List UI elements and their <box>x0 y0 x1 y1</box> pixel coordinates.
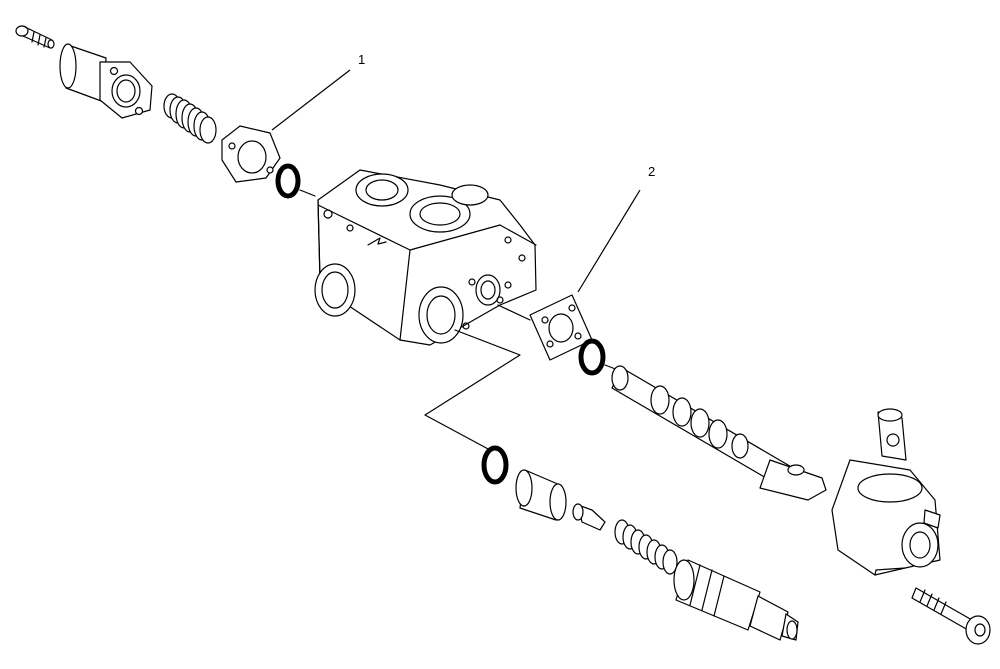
spring-lower <box>614 519 678 575</box>
relief-plug <box>673 559 799 641</box>
gasket-1 <box>221 125 281 183</box>
callout-label-1: 1 <box>358 52 365 67</box>
end-cap-housing <box>59 43 153 119</box>
leader-line-2 <box>577 189 641 293</box>
poppet <box>572 503 606 531</box>
valve-body <box>314 169 537 346</box>
o-ring-lower <box>481 445 509 485</box>
cap-screw-small <box>15 25 55 49</box>
gasket-2 <box>529 294 593 361</box>
lever-bracket <box>831 408 941 576</box>
o-ring-middle <box>578 338 606 376</box>
leader-line-1 <box>271 69 351 131</box>
spring-upper <box>163 93 217 144</box>
bracket-bolt <box>911 587 991 645</box>
o-ring-upper <box>275 163 301 199</box>
callout-label-2: 2 <box>648 164 655 179</box>
check-seat <box>515 469 567 521</box>
spool <box>611 365 827 501</box>
